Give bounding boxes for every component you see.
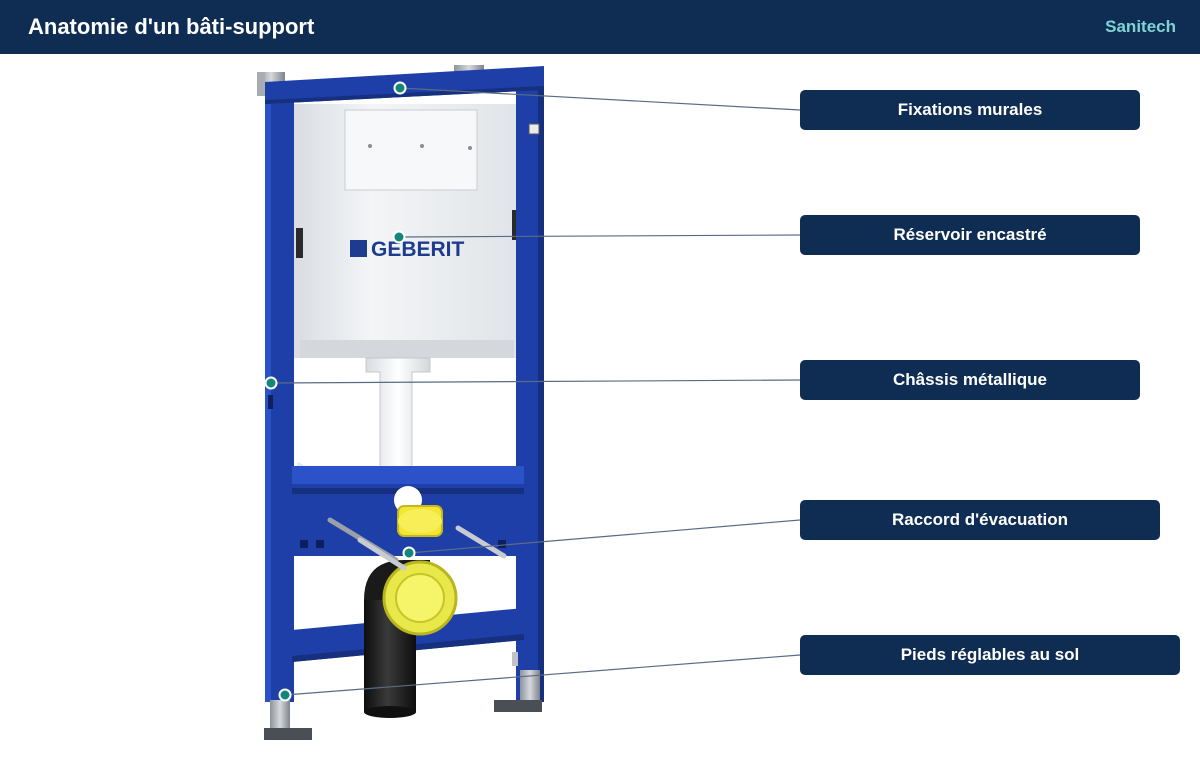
leader-lines [270,87,801,696]
brand-name: Sanitech [1105,17,1176,36]
waste-connector [382,486,458,636]
marker-wall-fixings [393,81,407,95]
callout-wall-fixings: Fixations murales [800,90,1140,130]
frame-upright-left [265,82,294,702]
wall-bracket-right [454,65,484,75]
callout-waste-connector: Raccord d'évacuation [800,500,1160,540]
wall-bracket-left [257,72,285,96]
callout-cistern: Réservoir encastré [800,215,1140,255]
adjustable-foot-left [264,700,312,740]
header-bar: Anatomie d'un bâti-support Sanitech [0,0,1200,54]
frame-illustration: GEBERIT [257,65,801,740]
marker-frame [264,376,278,390]
markers [264,81,416,702]
leader-line-feet [284,654,801,696]
callout-frame: Châssis métallique [800,360,1140,400]
leader-line-frame [270,379,801,384]
adjustable-foot-right [494,652,542,712]
leader-line-waste [408,519,801,554]
geberit-logo: GEBERIT [350,238,465,261]
marker-feet [278,688,292,702]
marker-cistern [392,230,406,244]
leader-line-cistern [398,234,801,238]
page-title: Anatomie d'un bâti-support [28,14,315,39]
fixing-studs [327,517,507,571]
cistern [294,104,519,358]
logo-text: GEBERIT [371,238,465,261]
frame-upright-right [516,68,544,702]
leader-line-wall-fixings [399,87,801,111]
marker-waste [402,546,416,560]
callout-adjustable-feet: Pieds réglables au sol [800,635,1180,675]
